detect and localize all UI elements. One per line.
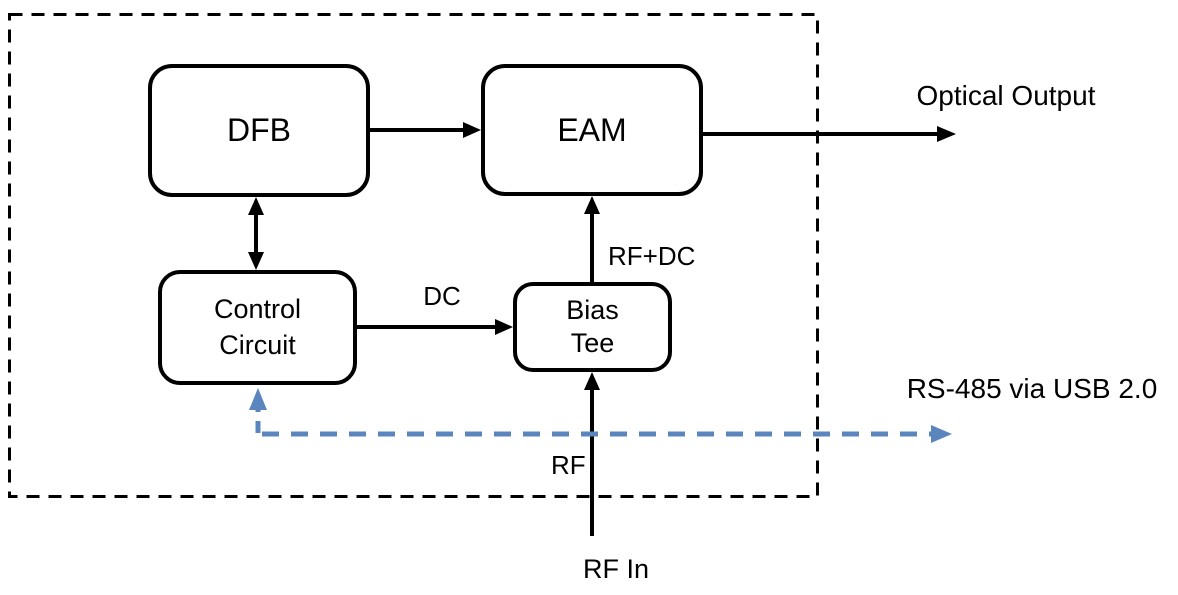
optical-output-label: Optical Output [916,80,1096,111]
control-circuit-block: Control Circuit [158,270,357,385]
arrow-bias-tee-to-eam [584,196,600,282]
bias-tee-label-line1: Bias [566,295,619,326]
rf-dc-label: RF+DC [608,241,696,271]
eam-label: EAM [557,111,627,148]
eam-block: EAM [481,64,703,196]
dfb-label: DFB [227,112,291,148]
bias-tee-block: Bias Tee [513,282,672,372]
rs485-label: RS-485 via USB 2.0 [906,373,1158,404]
dc-label: DC [423,281,461,311]
control-circuit-label-line1: Control [213,294,302,325]
arrow-rs485-dashed [249,388,952,443]
rf-label: RF [551,450,586,480]
arrow-control-to-bias-tee [357,319,513,335]
arrow-dfb-control-bidirectional [248,197,264,270]
rf-in-label: RF In [583,554,650,584]
enclosure-dashed-border [8,13,819,498]
bias-tee-label-line2: Tee [570,328,615,358]
arrow-eam-to-optical-output [703,126,956,142]
control-circuit-label-line2: Circuit [219,329,296,360]
arrow-dfb-to-eam [370,122,481,138]
dfb-block: DFB [148,64,370,197]
arrow-rf-in-to-bias-tee [584,372,600,536]
